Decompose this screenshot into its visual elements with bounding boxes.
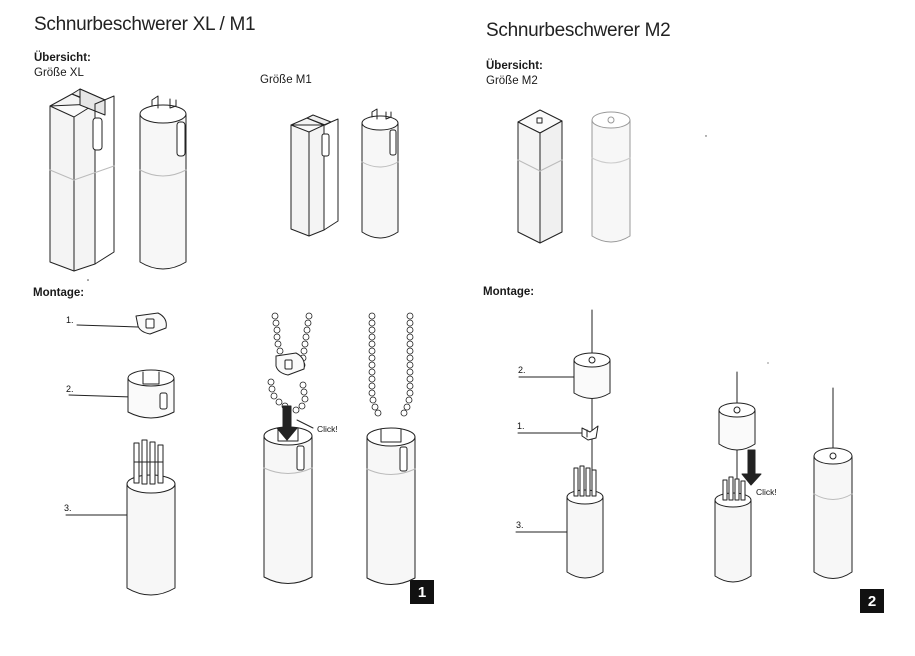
chain-insertion-illustration	[263, 312, 314, 584]
round-weight-xl-illustration	[139, 95, 187, 270]
cap-part-illustration	[68, 369, 175, 419]
size-m1-label: Größe M1	[260, 74, 312, 86]
left-click-label: Click!	[317, 424, 338, 434]
size-m2-label: Größe M2	[486, 75, 538, 87]
right-overview-heading: Übersicht:	[486, 60, 543, 72]
round-weight-m2-illustration	[591, 111, 631, 243]
cord-exploded-illustration	[515, 309, 611, 579]
round-weight-m1-illustration	[361, 108, 399, 239]
right-step-1: 1.	[517, 421, 525, 431]
left-overview-heading: Übersicht:	[34, 52, 91, 64]
right-step-2: 2.	[518, 365, 526, 375]
page-number-badge-1: 1	[410, 580, 434, 604]
left-title: Schnurbeschwerer XL / M1	[34, 14, 256, 35]
left-step-1: 1.	[66, 315, 74, 325]
left-assembly-heading: Montage:	[33, 287, 85, 299]
size-xl-label: Größe XL	[34, 67, 84, 79]
cord-insertion-illustration	[714, 371, 762, 583]
right-step-3: 3.	[516, 520, 524, 530]
left-step-3: 3.	[64, 503, 72, 513]
right-assembly-heading: Montage:	[483, 286, 535, 298]
right-title: Schnurbeschwerer M2	[486, 20, 671, 41]
square-weight-m2-illustration	[517, 109, 563, 244]
assembled-cord-weight-illustration	[813, 387, 853, 579]
page-number-badge-2: 2	[860, 589, 884, 613]
body-part-illustration	[65, 439, 176, 596]
left-step-2: 2.	[66, 384, 74, 394]
square-weight-xl-illustration	[49, 88, 115, 272]
right-click-label: Click!	[756, 487, 777, 497]
assembled-chain-weight-illustration	[366, 312, 416, 585]
connector-part-illustration	[76, 312, 167, 335]
square-weight-m1-illustration	[290, 114, 339, 237]
